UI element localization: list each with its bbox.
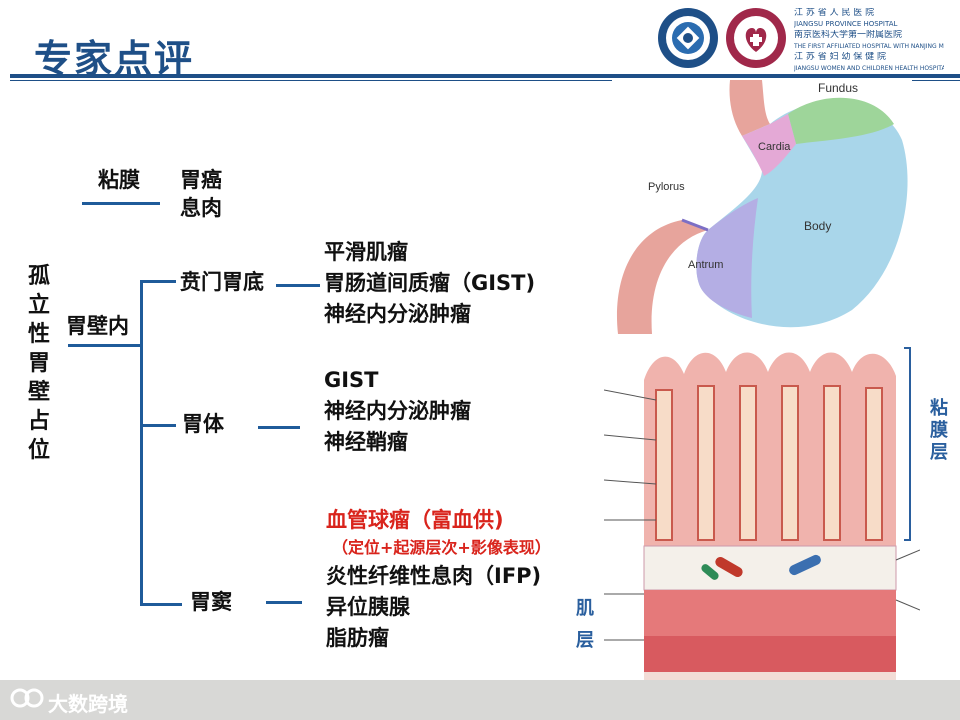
fundus-text: Fundus [818,81,858,95]
wall-section-diagram [604,340,920,690]
wall-line [68,344,142,347]
body-text: Body [804,219,831,233]
footer-bar [0,680,960,720]
cardia-connector [276,284,320,287]
villus [698,386,714,540]
hospital-line: THE FIRST AFFILIATED HOSPITAL WITH NANJI… [794,41,944,52]
muscle-layer-label-2: 层 [576,630,594,652]
title-rule [10,74,960,78]
antrum-item: 炎性纤维性息肉（IFP) [326,560,541,592]
antrum-item: 脂肪瘤 [326,622,389,654]
hospital-line: JIANGSU PROVINCE HOSPITAL [794,19,944,30]
body-item: 神经鞘瘤 [324,426,408,458]
wall-label: 胃壁内 [66,310,129,342]
mucosa-item: 息肉 [180,194,222,222]
antrum-item: 异位胰腺 [326,591,410,623]
body-connector [258,426,300,429]
longitudinal-muscle-shape [644,636,896,672]
cardia-item: 神经内分泌肿瘤 [324,298,471,330]
body-item: 神经内分泌肿瘤 [324,395,471,427]
villus [656,390,672,540]
antrum-highlight-note: （定位+起源层次+影像表现） [332,537,551,559]
villus [740,386,756,540]
mucosa-line [82,202,160,205]
mucosa-label: 粘膜 [98,164,140,196]
hospital-line: 南京医科大学第一附属医院 [794,30,944,41]
cardia-label: 贲门胃底 [180,266,264,298]
branch-antrum [140,603,182,606]
villus [782,386,798,540]
villus [824,386,840,540]
hospital-line: JIANGSU WOMEN AND CHILDREN HEALTH HOSPIT… [794,63,944,74]
antrum-highlight: 血管球瘤（富血供) [326,504,504,536]
hospital-names: 江 苏 省 人 民 医 院 JIANGSU PROVINCE HOSPITAL … [794,8,944,74]
submucosa-shape [644,546,896,590]
circular-muscle-shape [644,590,896,636]
cardia-item: 平滑肌瘤 [324,236,408,268]
cardia-item: 胃肠道间质瘤（GIST) [324,267,535,299]
stomach-diagram: Fundus Cardia Pylorus Body Antrum [612,80,912,334]
antrum-text: Antrum [688,259,723,271]
root-label: 孤立性胃壁占位 [26,262,52,465]
trunk-line [140,280,143,606]
antrum-label: 胃窦 [190,586,232,618]
brand-logo-icon [10,686,44,710]
antrum-connector [266,601,302,604]
villus [866,388,882,540]
mucosa-item: 胃癌 [180,166,222,194]
hospital-line: 江 苏 省 妇 幼 保 健 院 [794,52,944,63]
mucosa-shape [644,353,896,551]
cardia-text: Cardia [758,141,791,153]
footer-brand: 大数跨境 [48,688,128,717]
hospital-line: 江 苏 省 人 民 医 院 [794,8,944,19]
branch-body [140,424,176,427]
hospital-logo-icon [656,6,720,70]
pylorus-text: Pylorus [648,181,685,193]
body-item: GIST [324,364,379,396]
body-label: 胃体 [182,408,224,440]
mucosa-layer-label: 粘膜层 [930,398,950,464]
muscle-layer-label-1: 肌 [576,598,594,620]
maternity-logo-icon [724,6,788,70]
branch-cardia [140,280,176,283]
